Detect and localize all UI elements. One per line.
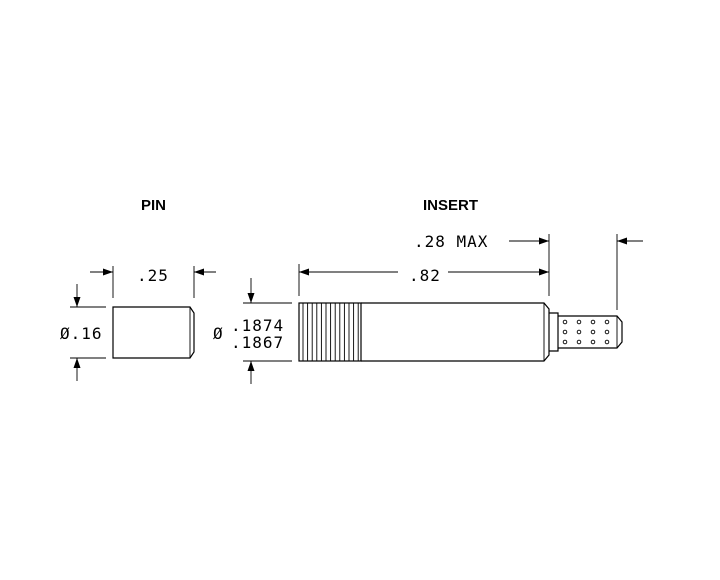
knurl-dot bbox=[604, 339, 610, 345]
pin-body bbox=[112, 306, 195, 359]
pin-length-arrow-right bbox=[194, 268, 204, 276]
insert-tip bbox=[558, 315, 623, 349]
knurl-dot bbox=[590, 339, 596, 345]
insert-tip-knurl-dots bbox=[562, 319, 610, 345]
pin-length-dimension: .25 bbox=[90, 266, 216, 298]
insert-tip-label: .28 MAX bbox=[414, 232, 488, 251]
insert-diameter-dimension: Ø .1874 .1867 bbox=[213, 278, 292, 384]
insert-length-dimension: .82 bbox=[298, 234, 550, 296]
knurl-dot bbox=[576, 339, 582, 345]
knurl-dot bbox=[562, 329, 568, 335]
knurl-dot bbox=[604, 319, 610, 325]
insert-tip-dimension: .28 MAX bbox=[414, 232, 643, 310]
insert-tip-arrow-right bbox=[617, 237, 627, 245]
insert-diameter-lower: .1867 bbox=[231, 333, 284, 352]
insert-tip-arrow-left bbox=[539, 237, 549, 245]
knurl-dot bbox=[576, 329, 582, 335]
knurl-dot bbox=[590, 319, 596, 325]
knurl-dot bbox=[590, 329, 596, 335]
pin-diameter-arrow-bottom bbox=[73, 358, 81, 368]
insert-diameter-upper: .1874 bbox=[231, 316, 284, 335]
pin-part bbox=[112, 306, 195, 359]
insert-length-arrow-right bbox=[539, 268, 549, 276]
insert-knurl-grooves bbox=[302, 303, 359, 361]
pin-length-arrow-left bbox=[103, 268, 113, 276]
insert-diameter-arrow-bottom bbox=[247, 361, 255, 371]
knurl-dot bbox=[562, 339, 568, 345]
insert-length-arrow-left bbox=[299, 268, 309, 276]
pin-length-label: .25 bbox=[137, 266, 169, 285]
knurl-dot bbox=[576, 319, 582, 325]
insert-diameter-symbol: Ø bbox=[213, 324, 224, 343]
pin-diameter-dimension: Ø.16 bbox=[60, 284, 106, 381]
knurl-dot bbox=[604, 329, 610, 335]
insert-shank bbox=[361, 302, 550, 362]
insert-knurl-section bbox=[298, 302, 362, 362]
insert-part bbox=[298, 302, 623, 362]
pin-title: PIN bbox=[141, 197, 166, 214]
knurl-dot bbox=[562, 319, 568, 325]
insert-length-label: .82 bbox=[409, 266, 441, 285]
pin-diameter-label: Ø.16 bbox=[60, 324, 103, 343]
insert-diameter-arrow-top bbox=[247, 293, 255, 303]
insert-title: INSERT bbox=[423, 197, 478, 214]
pin-diameter-arrow-top bbox=[73, 297, 81, 307]
insert-tip-neck bbox=[549, 312, 559, 352]
